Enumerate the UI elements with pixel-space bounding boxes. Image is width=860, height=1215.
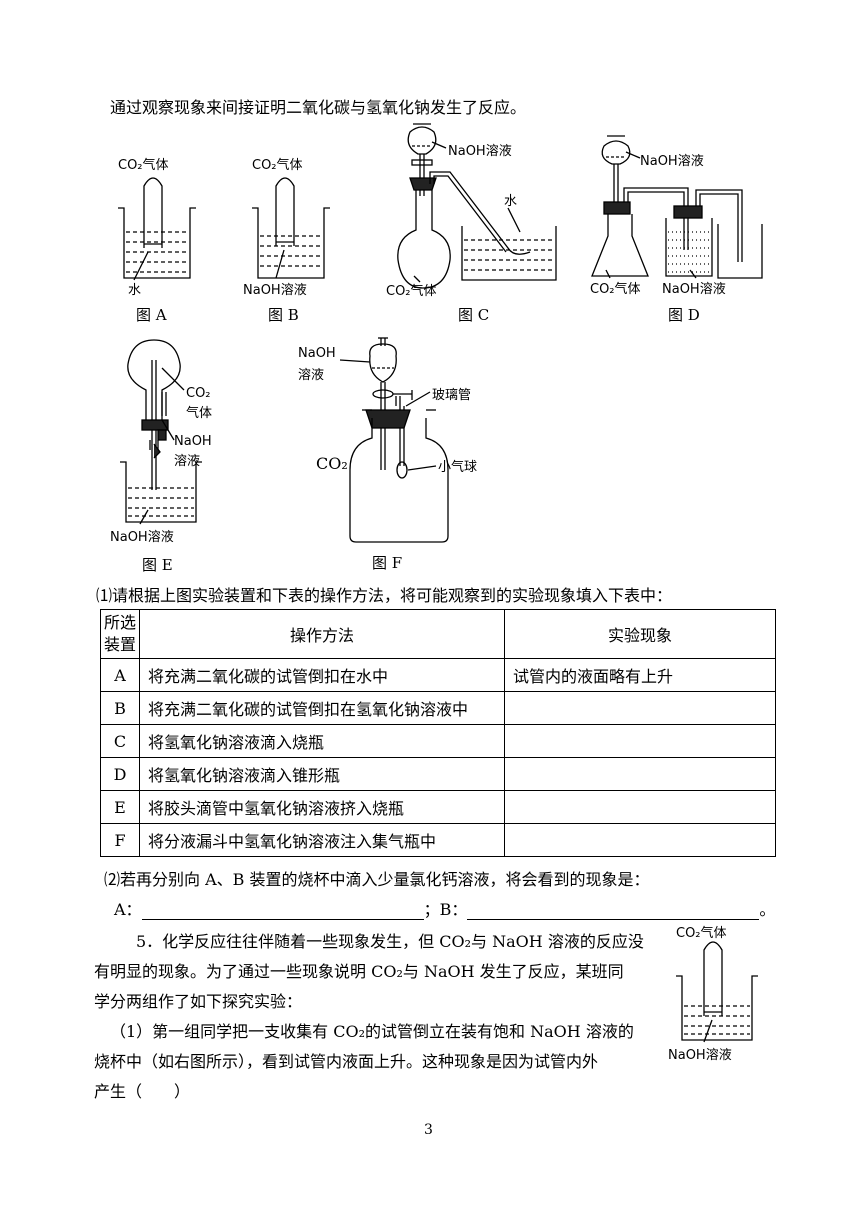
figure-b-liquid-label: NaOH溶液	[243, 283, 307, 298]
cell-device: A	[100, 658, 140, 692]
header-device-line1: 所选	[103, 613, 136, 632]
cell-operation: 将分液漏斗中氢氧化钠溶液注入集气瓶中	[139, 823, 505, 857]
cell-phenomenon[interactable]	[504, 823, 776, 857]
figure-c-water-label: 水	[504, 194, 518, 209]
figure-b-gas-label: CO₂气体	[252, 158, 303, 173]
q5-line-4: （1）第一组同学把一支收集有 CO₂的试管倒立在装有饱和 NaOH 溶液的	[110, 1022, 634, 1041]
figure-d-gas-label: CO₂气体	[590, 282, 641, 297]
answer-end: 。	[759, 900, 776, 919]
answer-line: A： ；B： 。	[114, 900, 775, 920]
answer-b-blank[interactable]	[467, 901, 760, 920]
figure-e-dropper-label-2: 溶液	[174, 454, 201, 469]
q5-line-2: 有明显的现象。为了通过一些现象说明 CO₂与 NaOH 发生了反应，某班同	[94, 962, 624, 981]
q5-line-6: 产生（ ）	[94, 1082, 191, 1101]
table-row: B 将充满二氧化碳的试管倒扣在氢氧化钠溶液中	[100, 691, 776, 725]
figure-e-gas-label-2: 气体	[186, 406, 213, 421]
cell-device: E	[100, 790, 140, 824]
cell-phenomenon[interactable]	[504, 757, 776, 791]
cell-phenomenon[interactable]	[504, 790, 776, 824]
table-row: A 将充满二氧化碳的试管倒扣在水中 试管内的液面略有上升	[100, 658, 776, 692]
figure-f-funnel-label-1: NaOH	[298, 346, 336, 361]
figure-f-funnel-label-2: 溶液	[298, 368, 325, 383]
figure-c-funnel-label: NaOH溶液	[448, 144, 512, 159]
cell-phenomenon[interactable]	[504, 724, 776, 758]
figure-f-caption: 图 F	[372, 554, 403, 572]
q5-line-3: 学分两组作了如下探究实验：	[94, 992, 303, 1011]
figure-a-liquid-label: 水	[128, 283, 142, 298]
cell-device: F	[100, 823, 140, 857]
answer-a-blank[interactable]	[141, 901, 424, 920]
observation-table: 所选 装置 操作方法 实验现象 A 将充满二氧化碳的试管倒扣在水中 试管内的液面…	[100, 609, 776, 857]
cell-device: C	[100, 724, 140, 758]
table-header-row: 所选 装置 操作方法 实验现象	[100, 609, 776, 659]
figure-e-dropper-label-1: NaOH	[174, 434, 212, 449]
q5-line-1: 5．化学反应往往伴随着一些现象发生，但 CO₂与 NaOH 溶液的反应没	[136, 932, 644, 951]
page-number: 3	[424, 1122, 433, 1138]
answer-b-label: ；B：	[423, 900, 468, 919]
cell-phenomenon: 试管内的液面略有上升	[504, 658, 776, 692]
figure-b-caption: 图 B	[268, 306, 299, 324]
cell-device: B	[100, 691, 140, 725]
question-2: ⑵若再分别向 A、B 装置的烧杯中滴入少量氯化钙溶液，将会看到的现象是：	[104, 870, 650, 889]
table-row: F 将分液漏斗中氢氧化钠溶液注入集气瓶中	[100, 823, 776, 857]
figure-c-caption: 图 C	[458, 306, 490, 324]
figure-e-liquid-label: NaOH溶液	[110, 530, 174, 545]
intro-text: 通过观察现象来间接证明二氧化碳与氢氧化钠发生了反应。	[110, 98, 527, 117]
figure-f-balloon-label: 小气球	[438, 460, 478, 475]
figure-c-gas-label: CO₂气体	[386, 284, 437, 299]
header-phenomenon: 实验现象	[504, 609, 776, 659]
cell-operation: 将充满二氧化碳的试管倒扣在水中	[139, 658, 505, 692]
cell-operation: 将氢氧化钠溶液滴入烧瓶	[139, 724, 505, 758]
figure-e-gas-label-1: CO₂	[186, 386, 211, 401]
header-device: 所选 装置	[100, 609, 140, 659]
figure-e-caption: 图 E	[142, 556, 173, 574]
cell-operation: 将胶头滴管中氢氧化钠溶液挤入烧瓶	[139, 790, 505, 824]
figure-f-tube-label: 玻璃管	[432, 388, 472, 403]
figure-a-caption: 图 A	[136, 306, 167, 324]
question-1: ⑴请根据上图实验装置和下表的操作方法，将可能观察到的实验现象填入下表中：	[96, 586, 673, 605]
cell-phenomenon[interactable]	[504, 691, 776, 725]
figure-a-gas-label: CO₂气体	[118, 158, 169, 173]
figure-d-funnel-label: NaOH溶液	[640, 154, 704, 169]
q5-figure-liquid-label: NaOH溶液	[668, 1048, 732, 1063]
figure-d-liquid-label: NaOH溶液	[662, 282, 726, 297]
figure-f-gas-label: CO₂	[316, 454, 348, 473]
table-row: C 将氢氧化钠溶液滴入烧瓶	[100, 724, 776, 758]
q5-line-5: 烧杯中（如右图所示），看到试管内液面上升。这种现象是因为试管内外	[94, 1052, 599, 1071]
table-row: E 将胶头滴管中氢氧化钠溶液挤入烧瓶	[100, 790, 776, 824]
figure-d-caption: 图 D	[668, 306, 700, 324]
q5-figure-gas-label: CO₂气体	[676, 926, 727, 941]
answer-a-label: A：	[114, 900, 142, 919]
cell-operation: 将充满二氧化碳的试管倒扣在氢氧化钠溶液中	[139, 691, 505, 725]
header-device-line2: 装置	[103, 635, 136, 654]
